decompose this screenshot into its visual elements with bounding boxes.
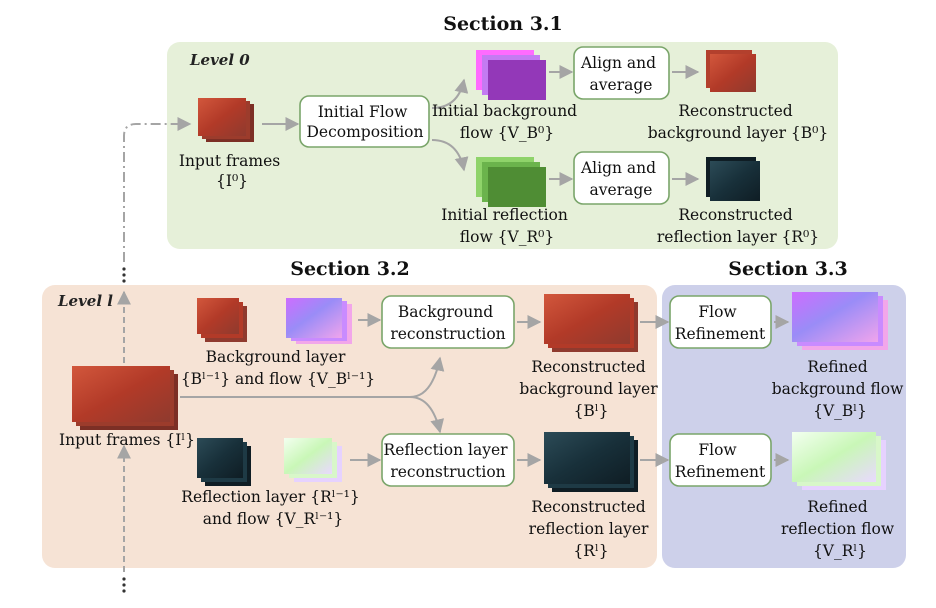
initial-background-flow-label: Initial background flow {V_B⁰}	[432, 102, 582, 142]
photo-stack-icon	[706, 50, 756, 92]
photo-stack-icon	[72, 366, 178, 430]
align-average-box-background	[573, 46, 670, 100]
photo-stack-icon	[544, 294, 638, 352]
level0-recon-reflection-label: Reconstructed reflection layer {R⁰}	[657, 206, 819, 246]
initial-reflection-flow-label: Initial reflection flow {V_R⁰}	[441, 206, 573, 246]
feedback-dashed-arrow	[123, 117, 192, 262]
svg-text:Initial Flow Decomposition: Initial Flow Decomposition	[307, 103, 424, 141]
refined-background-flow-label: Refined background flow {V_Bˡ}	[772, 358, 909, 420]
reflection-reconstruction-box	[381, 433, 515, 487]
refined-reflection-flow-label: Refined reflection flow {V_Rˡ}	[781, 498, 899, 560]
svg-text:Align and average: Align and average	[580, 54, 661, 94]
flow-refinement-box-background	[669, 295, 772, 349]
photo-stack-icon	[198, 98, 254, 142]
levell-panel	[42, 285, 657, 568]
background-reconstruction-box	[381, 295, 515, 349]
flow-map-icon	[792, 432, 886, 490]
flow-map-icon	[792, 292, 888, 350]
level0-title: Level 0	[189, 51, 250, 69]
flow-map-icon	[286, 298, 352, 344]
level0-recon-background-label: Reconstructed background layer {B⁰}	[648, 102, 829, 142]
svg-text:Flow Refinement: Flow Refinement	[675, 441, 766, 481]
section-heading-3-2: Section 3.2	[290, 258, 410, 280]
background-layer-input-label: Background layer {Bˡ⁻¹} and flow {V_Bˡ⁻¹…	[181, 348, 375, 388]
flow-refinement-box-reflection	[669, 433, 772, 487]
flow-map-icon	[284, 438, 342, 482]
levell-title: Level l	[57, 292, 113, 310]
photo-stack-icon	[197, 298, 247, 342]
level0-input-label: Input frames {I⁰}	[179, 152, 285, 190]
level0-panel	[167, 42, 838, 249]
svg-text:Flow Refinement: Flow Refinement	[675, 303, 766, 343]
flow-map-icon	[476, 157, 546, 207]
photo-stack-icon	[544, 432, 638, 492]
ellipsis-dots-icon	[122, 267, 126, 593]
photo-stack-icon	[197, 438, 251, 486]
align-average-box-reflection	[573, 151, 670, 205]
initial-flow-decomposition-box	[299, 95, 430, 148]
svg-text:Align and average: Align and average	[580, 159, 661, 199]
svg-text:Background reconstruction: Background reconstruction	[390, 303, 505, 343]
levell-recon-background-label: Reconstructed background layer {Bˡ}	[519, 358, 662, 420]
levell-input-label: Input frames {Iˡ}	[59, 431, 195, 449]
levell-recon-reflection-label: Reconstructed reflection layer {Rˡ}	[529, 498, 654, 560]
flow-map-icon	[476, 50, 546, 100]
section-heading-3-1: Section 3.1	[443, 13, 563, 35]
photo-stack-icon	[706, 157, 760, 201]
section-heading-3-3: Section 3.3	[728, 258, 848, 280]
svg-text:Reflection layer reconstru: Reflection layer reconstruction	[384, 441, 513, 481]
reflection-layer-input-label: Reflection layer {Rˡ⁻¹} and flow {V_Rˡ⁻¹…	[181, 488, 364, 528]
refine-panel	[662, 285, 906, 568]
